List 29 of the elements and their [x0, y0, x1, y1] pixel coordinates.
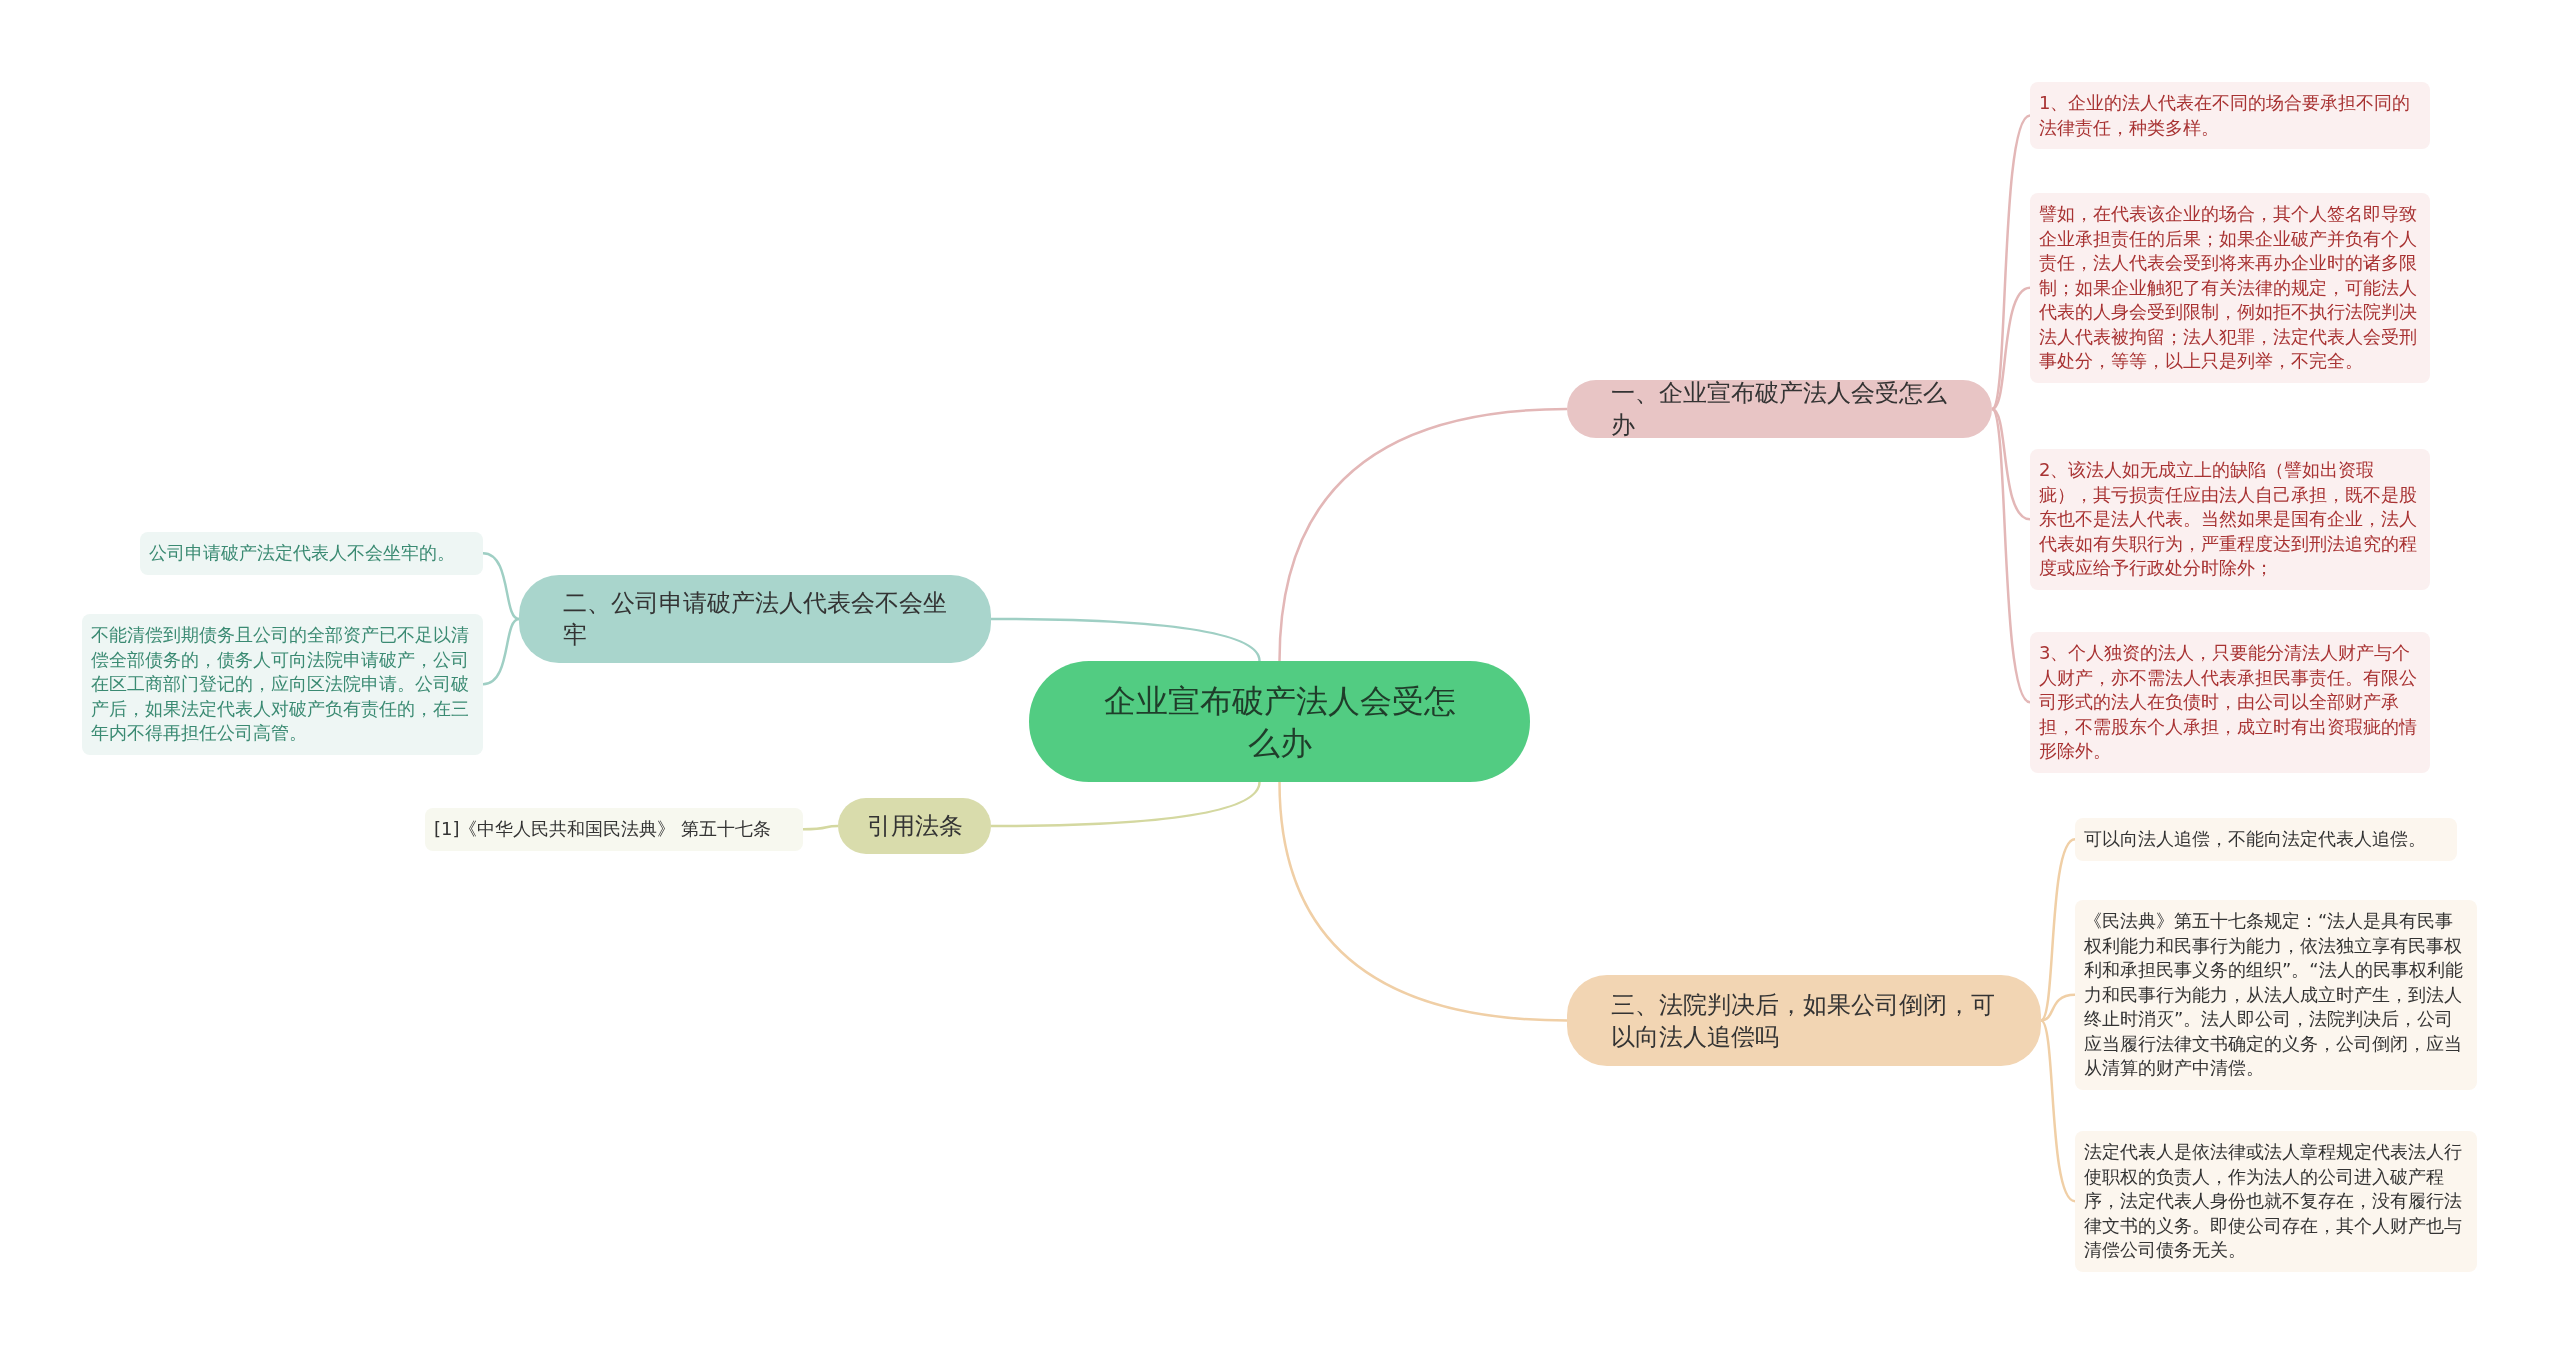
- note-box: 譬如，在代表该企业的场合，其个人签名即导致企业承担责任的后果；如果企业破产并负有个人责任，法人代表会受到将来再办企业时的诸多限制；如果企业触犯了有关法律的规定，可能法人代表的人身会受到限制，例如拒不执行法院判决法人代表被拘留；法人犯罪，法定代表人会受刑事处分，等等，以上只是列举，不完全。: [2030, 193, 2430, 383]
- note-box: 2、该法人如无成立上的缺陷（譬如出资瑕疵），其亏损责任应由法人自己承担，既不是股东也不是法人代表。当然如果是国有企业，法人代表如有失职行为，严重程度达到刑法追究的程度或应给予行政处分时除外；: [2030, 449, 2430, 590]
- connector-line: [1991, 286, 2031, 411]
- central-topic: 企业宣布破产法人会受怎么办: [1029, 661, 1530, 782]
- note-box: 3、个人独资的法人，只要能分清法人财产与个人财产，亦不需法人代表承担民事责任。有限公司形式的法人在负债时，由公司以全部财产承担，不需股东个人承担，成立时有出资瑕疵的情形除外。: [2030, 632, 2430, 773]
- connector-line: [1990, 408, 2031, 704]
- connector-line: [991, 781, 1261, 828]
- connector-line: [2040, 838, 2076, 1022]
- topic-box: 三、法院判决后，如果公司倒闭，可以向法人追偿吗: [1567, 975, 2041, 1066]
- topic-box: 引用法条: [838, 798, 991, 854]
- connector-line: [2040, 993, 2076, 1022]
- note-box: 可以向法人追偿，不能向法定代表人追偿。: [2075, 818, 2457, 861]
- topic-box: 二、公司申请破产法人代表会不会坐牢: [519, 575, 991, 663]
- connector-line: [1990, 114, 2031, 410]
- note-box: 不能清偿到期债务且公司的全部资产已不足以清偿全部债务的，债务人可向法院申请破产，公司在区工商部门登记的，应向区法院申请。公司破产后，如果法定代表人对破产负有责任的，在三年内不得再担任公司高管。: [82, 614, 483, 755]
- connector-line: [482, 552, 520, 621]
- note-box: 1、企业的法人代表在不同的场合要承担不同的法律责任，种类多样。: [2030, 82, 2430, 149]
- connector-line: [991, 617, 1261, 662]
- connector-line: [2040, 1019, 2076, 1203]
- connector-line: [1278, 781, 1568, 1022]
- connector-line: [482, 617, 520, 686]
- topic-box: 一、企业宣布破产法人会受怎么办: [1567, 380, 1992, 438]
- note-box: 公司申请破产法定代表人不会坐牢的。: [140, 532, 483, 575]
- note-box: 法定代表人是依法律或法人章程规定代表法人行使职权的负责人，作为法人的公司进入破产程序，法定代表人身份也就不复存在，没有履行法律文书的义务。即使公司存在，其个人财产也与清偿公司债务无关。: [2075, 1131, 2477, 1272]
- connector-line: [1278, 407, 1568, 662]
- connector-line: [1991, 407, 2031, 521]
- note-box: [1]《中华人民共和国民法典》 第五十七条: [425, 808, 803, 851]
- connector-line: [803, 824, 839, 831]
- note-box: 《民法典》第五十七条规定：“法人是具有民事权利能力和民事行为能力，依法独立享有民事权利和承担民事义务的组织”。“法人的民事权利能力和民事行为能力，从法人成立时产生，到法人终止时消灭”。法人即公司，法院判决后，公司应当履行法律文书确定的义务，公司倒闭，应当从清算的财产中清偿。: [2075, 900, 2477, 1090]
